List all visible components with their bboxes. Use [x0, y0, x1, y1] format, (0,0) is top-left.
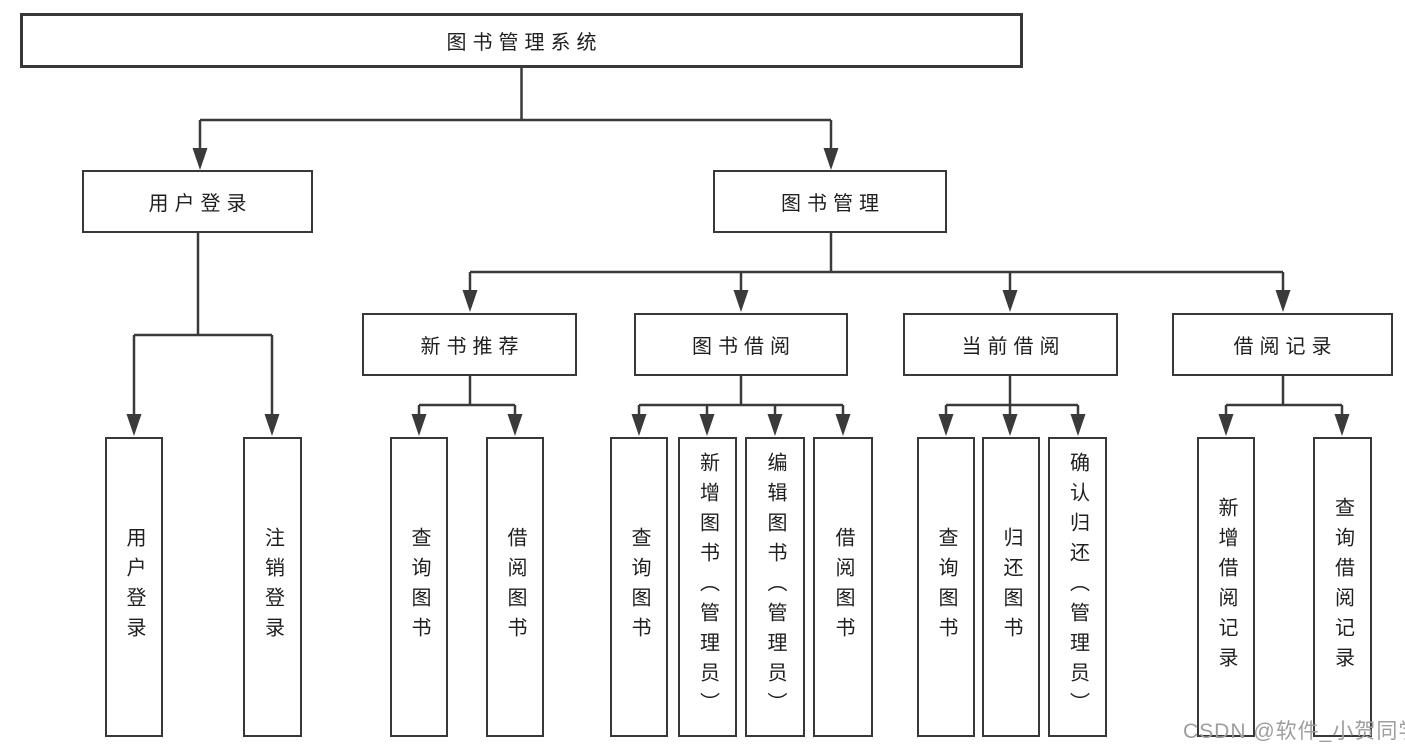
- leaf-edit-books-admin-label: 编辑图书（管理员）: [764, 452, 786, 722]
- node-borrow-records-label: 借阅记录: [1233, 336, 1338, 358]
- leaf-current-query-books: 查询图书: [917, 437, 975, 737]
- leaf-logout: 注销登录: [243, 437, 302, 737]
- leaf-user-login-label: 用户登录: [123, 527, 145, 647]
- node-book-management-system-label: 图书管理系统: [446, 32, 603, 54]
- leaf-borrow-query-books: 查询图书: [610, 437, 668, 737]
- leaf-recommend-borrow-books-label: 借阅图书: [504, 527, 526, 647]
- leaf-query-borrow-record-label: 查询借阅记录: [1331, 497, 1354, 677]
- leaf-borrow-borrow-books: 借阅图书: [813, 437, 873, 737]
- leaf-borrow-query-books-label: 查询图书: [628, 527, 650, 647]
- leaf-edit-books-admin: 编辑图书（管理员）: [745, 437, 805, 737]
- leaf-add-borrow-record-label: 新增借阅记录: [1215, 497, 1237, 677]
- node-book-borrow: 图书借阅: [634, 313, 848, 376]
- leaf-borrow-borrow-books-label: 借阅图书: [832, 527, 854, 647]
- node-user-login: 用户登录: [82, 170, 313, 233]
- node-current-borrow-label: 当前借阅: [961, 336, 1066, 358]
- node-current-borrow: 当前借阅: [903, 313, 1118, 376]
- csdn-watermark: CSDN @软件_小贺同学: [1183, 720, 1405, 743]
- leaf-logout-label: 注销登录: [261, 527, 284, 647]
- leaf-return-books: 归还图书: [982, 437, 1040, 737]
- leaf-user-login: 用户登录: [105, 437, 163, 737]
- leaf-current-query-books-label: 查询图书: [935, 527, 957, 647]
- leaf-add-books-admin: 新增图书（管理员）: [678, 437, 737, 737]
- leaf-add-books-admin-label: 新增图书（管理员）: [696, 452, 719, 722]
- leaf-confirm-return-admin: 确认归还（管理员）: [1048, 437, 1107, 737]
- leaf-recommend-borrow-books: 借阅图书: [486, 437, 544, 737]
- leaf-return-books-label: 归还图书: [1000, 527, 1022, 647]
- node-book-management: 图书管理: [713, 170, 947, 233]
- node-borrow-records: 借阅记录: [1172, 313, 1393, 376]
- leaf-recommend-query-books: 查询图书: [390, 437, 448, 737]
- leaf-query-borrow-record: 查询借阅记录: [1313, 437, 1372, 737]
- leaf-add-borrow-record: 新增借阅记录: [1197, 437, 1255, 737]
- node-new-book-recommend: 新书推荐: [362, 313, 577, 376]
- leaf-confirm-return-admin-label: 确认归还（管理员）: [1066, 452, 1089, 722]
- node-book-borrow-label: 图书借阅: [692, 336, 796, 358]
- node-book-management-label: 图书管理: [781, 193, 885, 215]
- node-user-login-label: 用户登录: [148, 193, 253, 215]
- leaf-recommend-query-books-label: 查询图书: [408, 527, 430, 647]
- node-new-book-recommend-label: 新书推荐: [420, 336, 525, 358]
- node-book-management-system: 图书管理系统: [20, 13, 1023, 68]
